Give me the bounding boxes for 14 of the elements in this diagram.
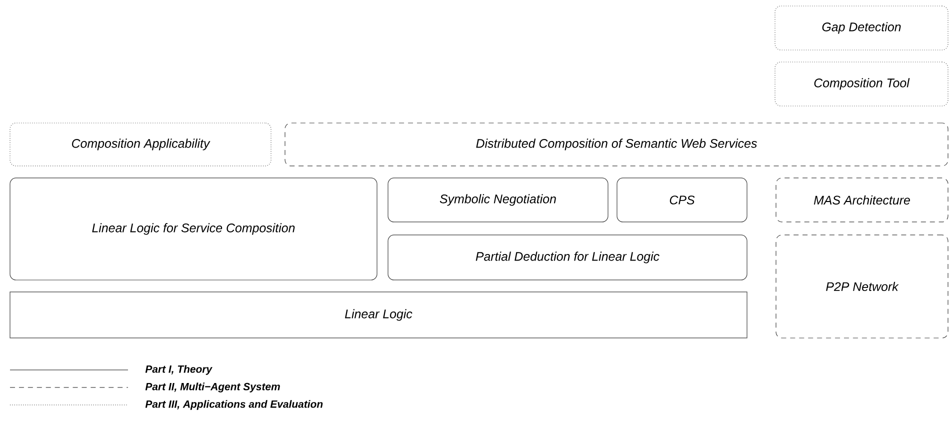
legend-label: Part II, Multi−Agent System bbox=[145, 382, 280, 392]
layer-box: Composition Applicability bbox=[10, 122, 272, 166]
layer-box: Composition Tool bbox=[774, 62, 948, 106]
layer-box: P2P Network bbox=[776, 234, 948, 338]
layer-box: Gap Detection bbox=[774, 6, 948, 50]
legend-label: Part III, Applications and Evaluation bbox=[145, 400, 323, 410]
layer-box: Symbolic Negotiation bbox=[388, 178, 608, 222]
layer-box: MAS Architecture bbox=[776, 178, 948, 222]
layer-box: CPS bbox=[616, 178, 748, 222]
layer-box: Linear Logic for Service Composition bbox=[10, 178, 378, 280]
layer-box: Linear Logic bbox=[10, 292, 748, 338]
layer-box: Partial Deduction for Linear Logic bbox=[388, 234, 748, 280]
layer-box: Distributed Composition of Semantic Web Services bbox=[284, 122, 948, 166]
legend-label: Part I, Theory bbox=[145, 365, 212, 375]
